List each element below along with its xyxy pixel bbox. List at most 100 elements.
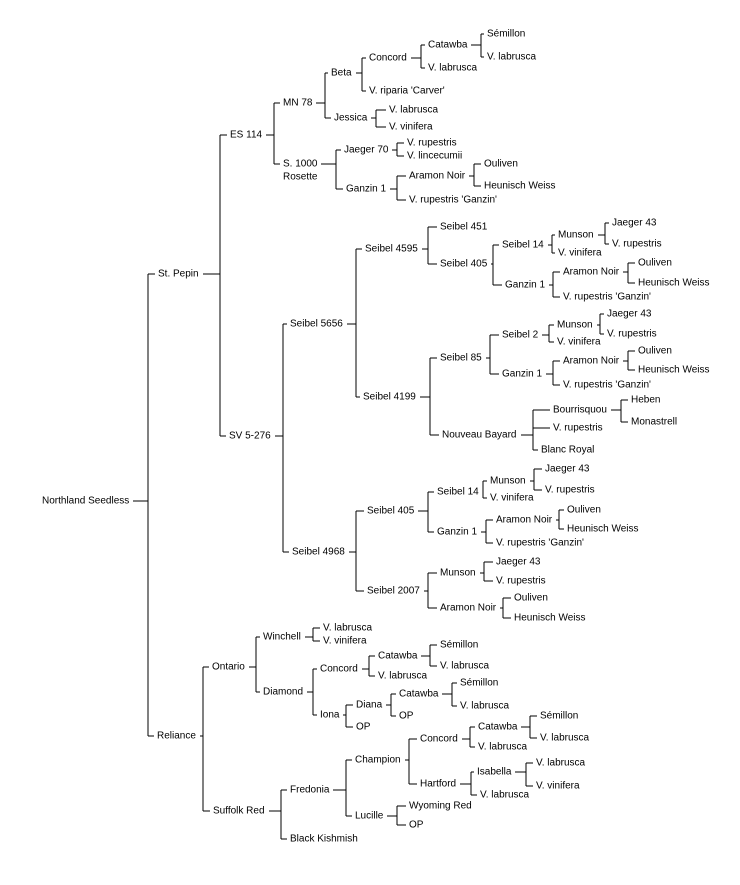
- node-seibel-4595-label: Seibel 4595: [365, 244, 418, 255]
- node-seibel-85-label: Seibel 85: [440, 353, 482, 364]
- node-sv-5-276-label: SV 5-276: [229, 431, 271, 442]
- node-seibel-405-label: Seibel 405: [367, 506, 415, 517]
- node-v-labrusca-label: V. labrusca: [323, 623, 373, 634]
- node-v-labrusca-label: V. labrusca: [440, 661, 490, 672]
- node-v-vinifera-label: V. vinifera: [323, 636, 367, 647]
- node-v-lincecumii-label: V. lincecumii: [407, 151, 462, 162]
- node-v-labrusca-label: V. labrusca: [478, 742, 528, 753]
- node-heben-label: Heben: [631, 395, 660, 406]
- node-v-rupestris-label: V. rupestris: [496, 576, 546, 587]
- node-jessica-label: Jessica: [334, 113, 368, 124]
- node-fredonia-label: Fredonia: [290, 785, 330, 796]
- node-st-pepin-label: St. Pepin: [158, 269, 199, 280]
- node-diana-label: Diana: [356, 700, 383, 711]
- node-s-millon-label: Sémillon: [487, 29, 525, 40]
- node-s-1000-alt-label: Rosette: [283, 172, 318, 183]
- node-v-rupestris-label: V. rupestris: [407, 138, 457, 149]
- node-v-vinifera-label: V. vinifera: [389, 122, 433, 133]
- node-v-rupestris-ganzin-label: V. rupestris 'Ganzin': [496, 538, 584, 549]
- node-ganzin-1-label: Ganzin 1: [502, 369, 542, 380]
- node-s-1000-label: S. 1000: [283, 159, 318, 170]
- node-lucille-label: Lucille: [355, 811, 384, 822]
- node-ganzin-1-label: Ganzin 1: [437, 527, 477, 538]
- node-beta-label: Beta: [331, 68, 352, 79]
- node-munson-label: Munson: [557, 320, 593, 331]
- node-reliance-label: Reliance: [157, 731, 196, 742]
- node-isabella-label: Isabella: [477, 767, 512, 778]
- node-v-riparia-carver-label: V. riparia 'Carver': [369, 86, 445, 97]
- node-seibel-4199-label: Seibel 4199: [363, 392, 416, 403]
- node-s-millon-label: Sémillon: [540, 711, 578, 722]
- node-diamond-label: Diamond: [263, 687, 303, 698]
- node-blanc-royal-label: Blanc Royal: [541, 445, 594, 456]
- node-v-vinifera-label: V. vinifera: [490, 493, 534, 504]
- node-v-rupestris-ganzin-label: V. rupestris 'Ganzin': [409, 195, 497, 206]
- node-v-labrusca-label: V. labrusca: [480, 790, 530, 801]
- node-ontario-label: Ontario: [212, 662, 245, 673]
- node-concord-label: Concord: [320, 664, 358, 675]
- node-seibel-14-label: Seibel 14: [437, 487, 479, 498]
- node-heunisch-weiss-label: Heunisch Weiss: [567, 524, 639, 535]
- node-s-millon-label: Sémillon: [440, 640, 478, 651]
- node-seibel-14-label: Seibel 14: [502, 240, 544, 251]
- node-seibel-2-label: Seibel 2: [502, 330, 539, 341]
- node-seibel-4968-label: Seibel 4968: [292, 547, 345, 558]
- node-ouliven-label: Ouliven: [484, 159, 518, 170]
- node-op-label: OP: [356, 722, 371, 733]
- node-mn-78-label: MN 78: [283, 98, 313, 109]
- node-ouliven-label: Ouliven: [567, 505, 601, 516]
- node-jaeger-43-label: Jaeger 43: [612, 218, 657, 229]
- node-winchell-label: Winchell: [263, 632, 301, 643]
- node-northland-seedless-label: Northland Seedless: [42, 496, 129, 507]
- node-v-labrusca-label: V. labrusca: [428, 63, 478, 74]
- node-seibel-451-label: Seibel 451: [440, 222, 488, 233]
- node-catawba-label: Catawba: [378, 651, 418, 662]
- node-v-labrusca-label: V. labrusca: [378, 671, 428, 682]
- node-v-vinifera-label: V. vinifera: [536, 781, 580, 792]
- node-aramon-noir-label: Aramon Noir: [563, 267, 620, 278]
- node-v-labrusca-label: V. labrusca: [536, 758, 586, 769]
- node-aramon-noir-label: Aramon Noir: [563, 356, 620, 367]
- node-v-rupestris-ganzin-label: V. rupestris 'Ganzin': [563, 380, 651, 391]
- node-champion-label: Champion: [355, 755, 401, 766]
- node-concord-label: Concord: [369, 53, 407, 64]
- node-v-vinifera-label: V. vinifera: [557, 337, 601, 348]
- node-munson-label: Munson: [490, 476, 526, 487]
- node-black-kishmish-label: Black Kishmish: [290, 834, 358, 845]
- node-heunisch-weiss-label: Heunisch Weiss: [638, 365, 710, 376]
- node-seibel-405-label: Seibel 405: [440, 259, 488, 270]
- node-heunisch-weiss-label: Heunisch Weiss: [514, 613, 586, 624]
- node-concord-label: Concord: [420, 734, 458, 745]
- node-op-label: OP: [399, 711, 414, 722]
- node-ouliven-label: Ouliven: [638, 258, 672, 269]
- node-jaeger-43-label: Jaeger 43: [607, 309, 652, 320]
- node-ouliven-label: Ouliven: [514, 593, 548, 604]
- node-v-rupestris-label: V. rupestris: [553, 423, 603, 434]
- node-aramon-noir-label: Aramon Noir: [409, 171, 466, 182]
- node-aramon-noir-label: Aramon Noir: [496, 515, 553, 526]
- node-aramon-noir-label: Aramon Noir: [440, 603, 497, 614]
- node-v-vinifera-label: V. vinifera: [558, 248, 602, 259]
- node-catawba-label: Catawba: [478, 722, 518, 733]
- node-nouveau-bayard-label: Nouveau Bayard: [442, 430, 517, 441]
- node-v-labrusca-label: V. labrusca: [389, 105, 439, 116]
- node-catawba-label: Catawba: [428, 40, 468, 51]
- node-wyoming-red-label: Wyoming Red: [409, 801, 472, 812]
- node-jaeger-43-label: Jaeger 43: [545, 464, 590, 475]
- node-suffolk-red-label: Suffolk Red: [213, 806, 265, 817]
- node-v-rupestris-ganzin-label: V. rupestris 'Ganzin': [563, 292, 651, 303]
- node-heunisch-weiss-label: Heunisch Weiss: [484, 181, 556, 192]
- node-s-millon-label: Sémillon: [460, 678, 498, 689]
- node-hartford-label: Hartford: [420, 779, 456, 790]
- node-ganzin-1-label: Ganzin 1: [505, 280, 545, 291]
- node-monastrell-label: Monastrell: [631, 417, 677, 428]
- node-seibel-2007-label: Seibel 2007: [367, 586, 420, 597]
- node-op-label: OP: [409, 820, 424, 831]
- node-jaeger-43-label: Jaeger 43: [496, 557, 541, 568]
- node-v-rupestris-label: V. rupestris: [612, 239, 662, 250]
- node-jaeger-70-label: Jaeger 70: [344, 145, 389, 156]
- node-ganzin-1-label: Ganzin 1: [346, 184, 386, 195]
- node-v-labrusca-label: V. labrusca: [540, 733, 590, 744]
- node-bourrisquou-label: Bourrisquou: [553, 405, 607, 416]
